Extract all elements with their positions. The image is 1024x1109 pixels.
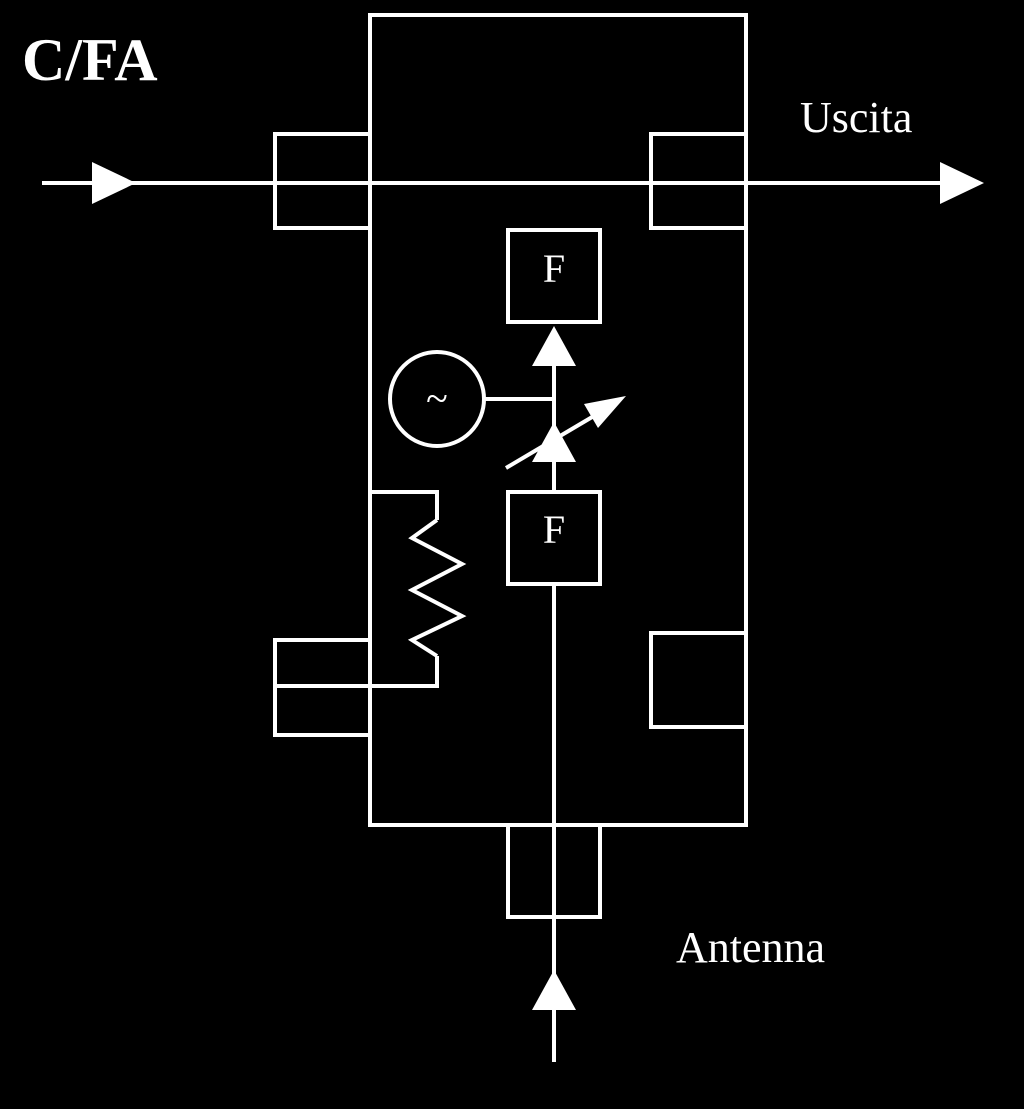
input-arrow-icon xyxy=(92,162,136,204)
lower-left-connector xyxy=(273,638,372,737)
middle-arrow-icon xyxy=(532,422,576,462)
resistor-icon xyxy=(407,518,467,658)
antenna-connector xyxy=(506,823,602,919)
oscillator-symbol: ~ xyxy=(426,376,448,421)
antenna-label: Antenna xyxy=(676,923,825,972)
filter-box-upper-label: F xyxy=(543,246,565,291)
filter-box-upper xyxy=(506,228,602,324)
antenna-arrow-icon xyxy=(532,970,576,1010)
output-label: Uscita xyxy=(800,93,912,142)
resistor-branch-bottom xyxy=(275,656,439,688)
diagram-title: C/FA xyxy=(22,27,158,93)
filter-box-lower-label: F xyxy=(543,507,565,552)
output-arrow-icon xyxy=(940,162,984,204)
upper-arrow-icon xyxy=(532,326,576,366)
variable-adjust-line xyxy=(504,408,606,470)
resistor-branch-top xyxy=(370,490,439,520)
variable-arrow-icon xyxy=(584,396,626,428)
lower-right-connector xyxy=(649,631,748,729)
